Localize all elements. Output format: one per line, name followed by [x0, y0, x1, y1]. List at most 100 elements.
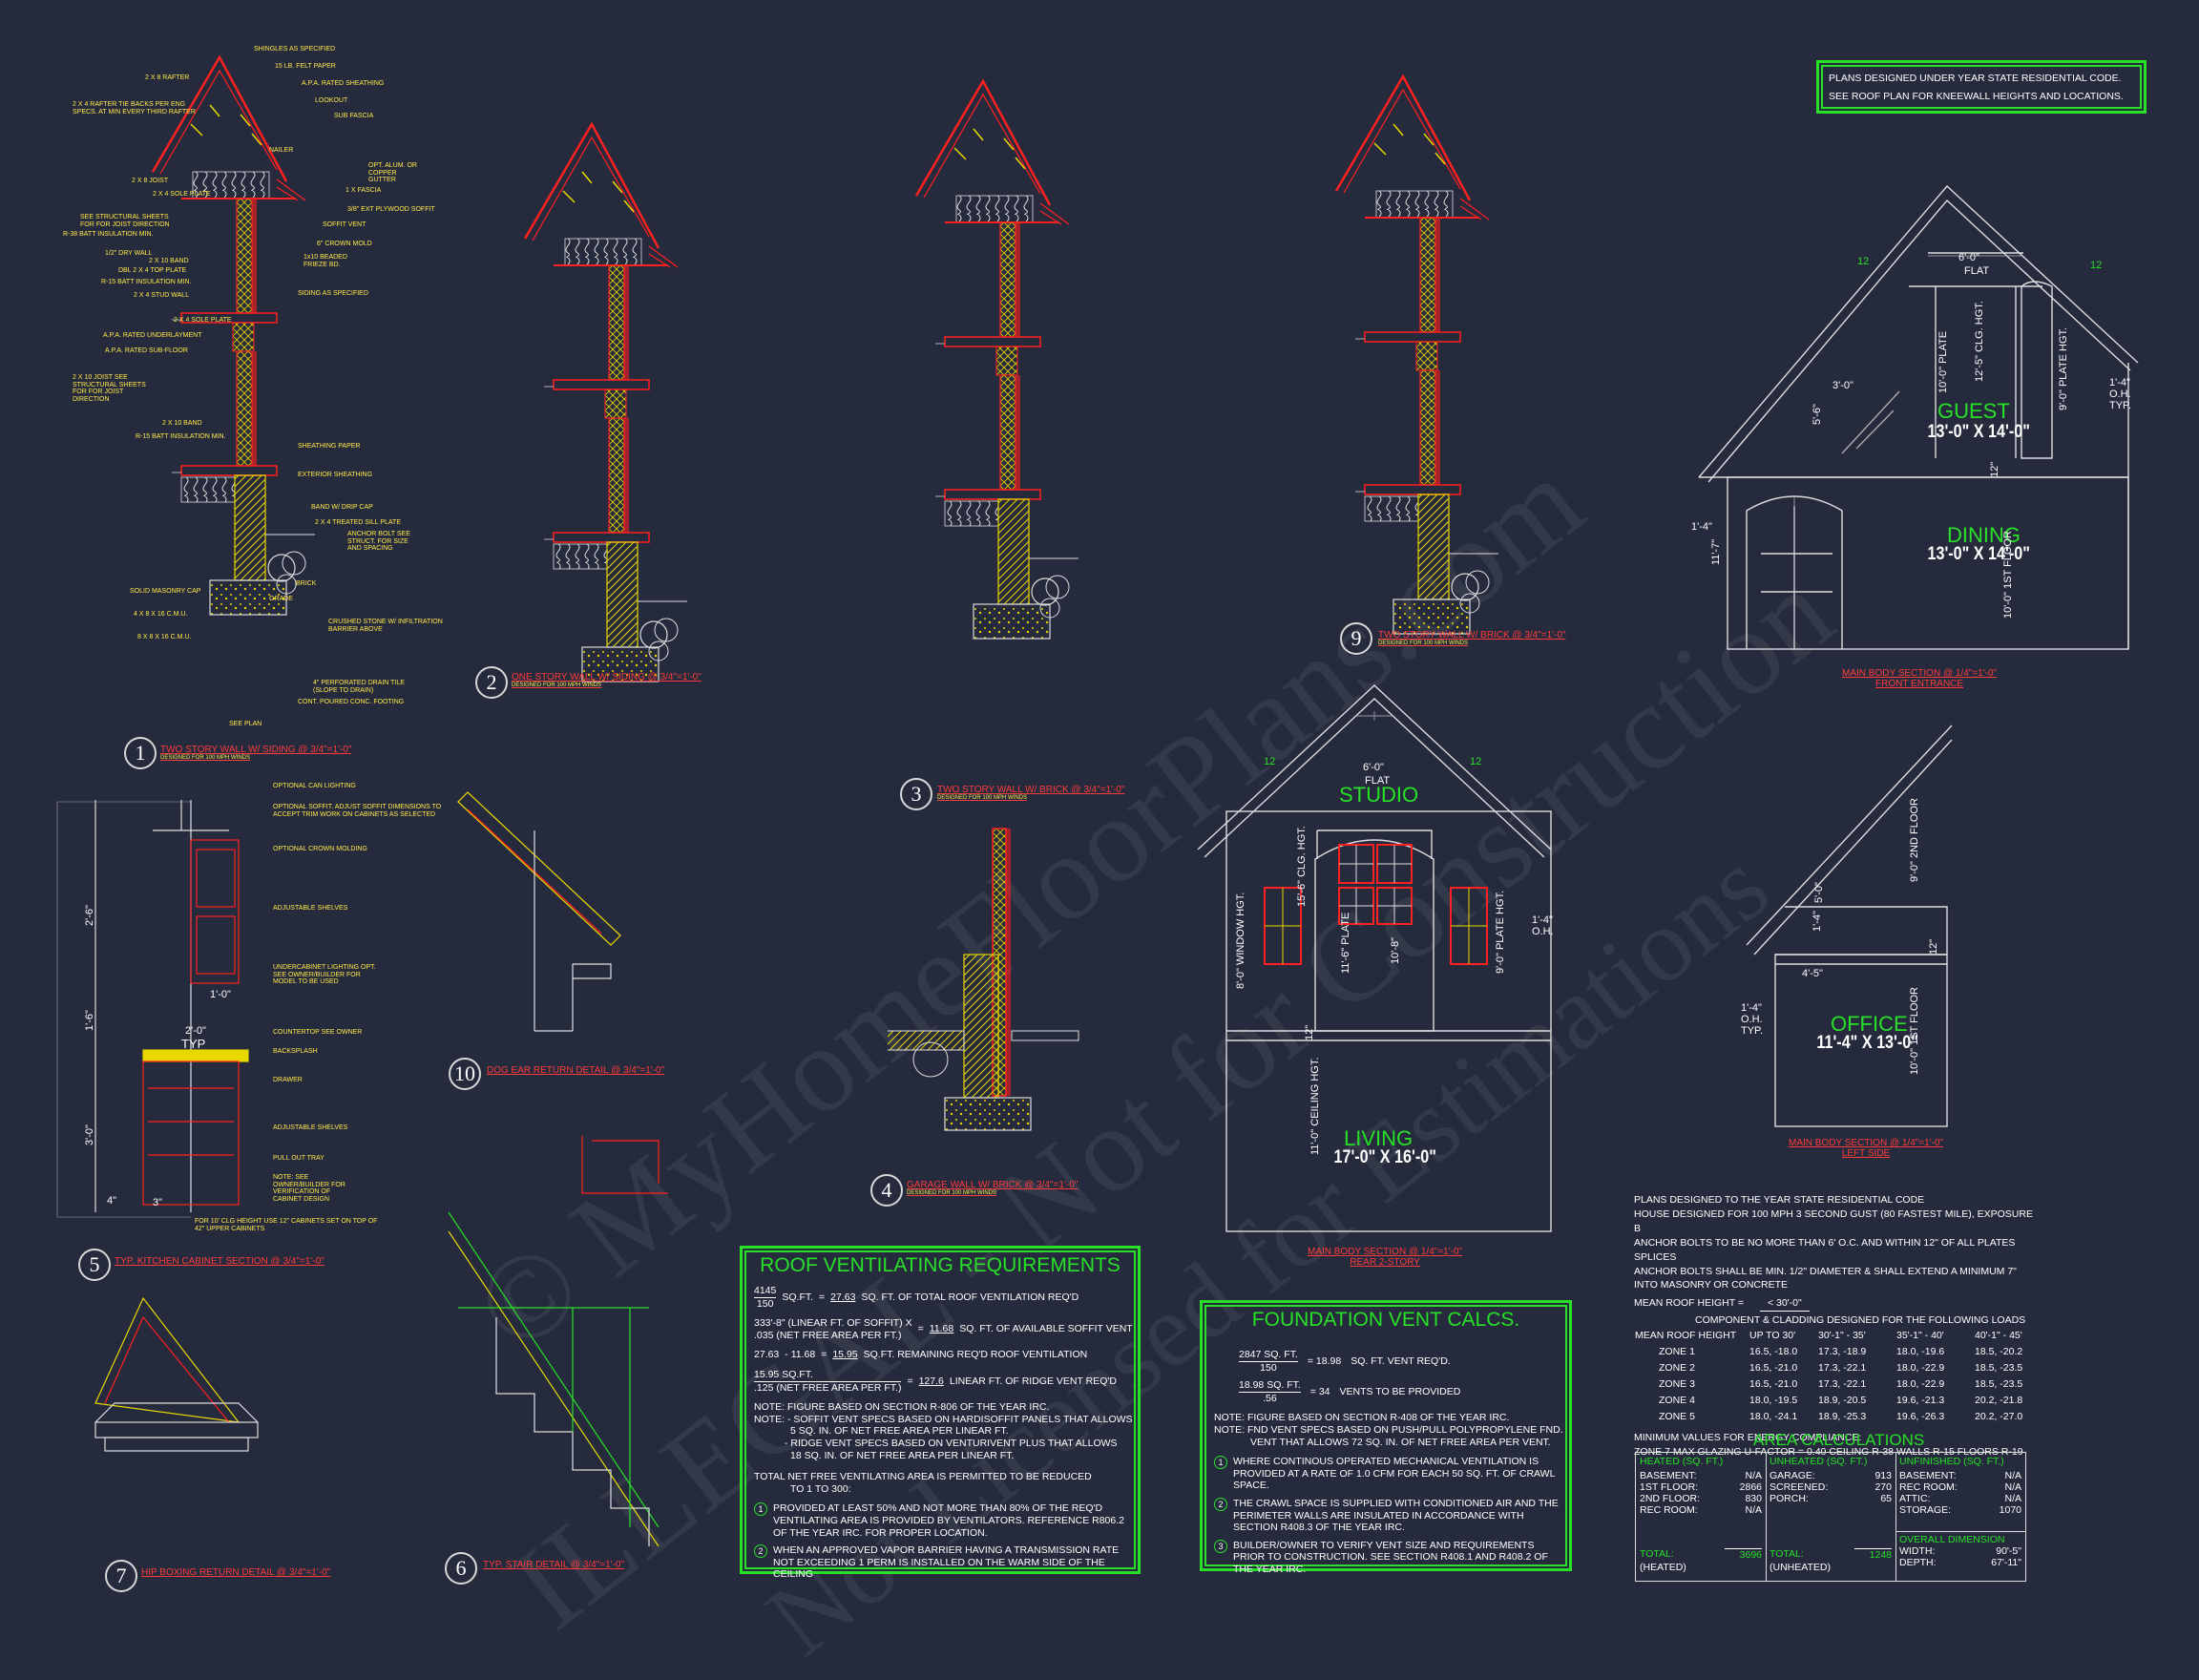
dim-label: 12" — [1928, 938, 1939, 955]
wind-cell: 18.0, -19.5 — [1749, 1394, 1798, 1406]
detail-caption-10: DOG EAR RETURN DETAIL @ 3/4"=1'-0" — [487, 1065, 664, 1076]
wind-header-cell: 40'-1" - 45' — [1975, 1330, 2022, 1342]
fnd-note: NOTE: FIGURE BASED ON SECTION R-408 OF T… — [1214, 1412, 1510, 1424]
plan-notes-box: PLANS DESIGNED UNDER YEAR STATE RESIDENT… — [1816, 60, 2147, 114]
detail-sub: DESIGNED FOR 100 MPH WINDS — [1378, 640, 1469, 646]
wind-cell: 18.5, -23.5 — [1975, 1361, 2023, 1374]
roof-vent-row-1: 4145 150 SQ.FT. = 27.63 SQ. FT. OF TOTAL… — [754, 1285, 1136, 1310]
wall-label-left: R-38 BATT INSULATION MIN. — [63, 231, 154, 238]
room-name-living: LIVING — [1344, 1126, 1414, 1150]
fnd-note: NOTE: FND VENT SPECS BASED ON PUSH/PULL … — [1214, 1423, 1563, 1436]
circle-num: 1 — [754, 1502, 767, 1517]
room-dim-living: 17'-0" X 16'-0" — [1333, 1147, 1436, 1167]
heated-row: 2ND FLOOR:830 — [1640, 1493, 1762, 1504]
area-label: STORAGE: — [1899, 1504, 1952, 1516]
section-caption-rear: MAIN BODY SECTION @ 1/4"=1'-0" REAR 2-ST… — [1308, 1247, 1462, 1268]
detail-bubble-4: 4 — [870, 1174, 903, 1207]
cabinet-dim: 3" — [153, 1197, 163, 1208]
area-label: DEPTH: — [1899, 1557, 1937, 1568]
row-text: SQ. FT. OF AVAILABLE SOFFIT VENT — [959, 1323, 1133, 1335]
detail-caption-4: GARAGE WALL W/ BRICK @ 3/4"=1'-0" DESIGN… — [907, 1180, 1078, 1196]
heated-row: REC ROOM:N/A — [1640, 1504, 1762, 1516]
dim-label: 12" — [1304, 1024, 1315, 1040]
section-title: MAIN BODY SECTION @ 1/4"=1'-0" — [1308, 1247, 1463, 1257]
area-value: 270 — [1874, 1481, 1892, 1493]
overall-row: DEPTH:67'-11" — [1899, 1557, 2021, 1568]
roof-vent-cond-1: 1 PROVIDED AT LEAST 50% AND NOT MORE THA… — [754, 1502, 1136, 1539]
plan-note-2: SEE ROOF PLAN FOR KNEEWALL HEIGHTS AND L… — [1829, 91, 2124, 102]
wall-label-left: 2 X 8 JOIST — [132, 178, 169, 184]
dim-label: 9'-0" PLATE HGT. — [2058, 326, 2069, 410]
fnd-cond-2: 2 THE CRAWL SPACE IS SUPPLIED WITH CONDI… — [1214, 1497, 1567, 1534]
detail-title: TWO STORY WALL W/ BRICK @ — [1378, 630, 1522, 640]
dim-label: 9'-0" PLATE HGT. — [1495, 890, 1506, 974]
cabinet-dim: 1'-0" — [210, 989, 231, 1000]
equals: = 18.98 — [1307, 1354, 1342, 1367]
cc-title: COMPONENT & CLADDING DESIGNED FOR THE FO… — [1695, 1314, 2026, 1327]
wind-cell: 19.6, -21.3 — [1896, 1394, 1945, 1406]
dim-label: 4'-5" — [1802, 968, 1823, 979]
numerator: 15.95 SQ.FT. — [754, 1369, 902, 1382]
wall-label-lower-right: GRADE — [269, 596, 293, 602]
fraction: 18.98 SQ. FT. .56 — [1239, 1379, 1301, 1404]
wall-label-left: 2 X 4 RAFTER TIE BACKS PER ENG SPECS. AT… — [73, 101, 196, 116]
dim-label: 1'-4" O.H. TYP. — [1741, 1002, 1764, 1037]
room-name-studio: STUDIO — [1339, 783, 1419, 807]
fnd-row-1: 2847 SQ. FT. 150 = 18.98 SQ. FT. VENT RE… — [1214, 1349, 1567, 1374]
circle-num: 2 — [1214, 1497, 1227, 1511]
area-calc-table: HEATED (SQ. FT.) BASEMENT:N/A 1ST FLOOR:… — [1635, 1452, 2026, 1582]
area-value: N/A — [1745, 1470, 1762, 1481]
wall-label-lower-left: 4 X 8 X 16 C.M.U. — [134, 611, 188, 618]
denominator: 150 — [1260, 1361, 1277, 1374]
wall-label-right: 1x10 BEADED FRIEZE BD. — [304, 254, 347, 268]
circle-num: 3 — [1214, 1539, 1227, 1553]
area-value: 90'-5" — [1996, 1545, 2021, 1557]
cabinet-label: ADJUSTABLE SHELVES — [273, 1124, 348, 1131]
detail-title: TWO STORY WALL W/ BRICK @ — [937, 785, 1081, 795]
unit: SQ.FT. — [782, 1291, 814, 1303]
area-value: 1070 — [1999, 1504, 2021, 1516]
detail-caption-9: TWO STORY WALL W/ BRICK @ 3/4"=1'-0" DES… — [1378, 630, 1566, 646]
wind-cell: 18.0, -22.9 — [1896, 1377, 1945, 1390]
dim-label: 1'-4" O.H. — [1532, 914, 1554, 937]
area-value: 913 — [1874, 1470, 1892, 1481]
roof-vent-box: ROOF VENTILATING REQUIREMENTS 4145 150 S… — [740, 1246, 1141, 1580]
heated-row: BASEMENT:N/A — [1640, 1470, 1762, 1481]
unheated-col: UNHEATED (SQ. FT.) GARAGE:913 SCREENED:2… — [1766, 1453, 1896, 1581]
area-label: REC ROOM: — [1899, 1481, 1958, 1493]
wall-label-lower-right: CONT. POURED CONC. FOOTING — [298, 699, 405, 705]
room-dim-office: 11'-4" X 13'-0" — [1816, 1033, 1918, 1053]
detail-bubble-1: 1 — [124, 737, 157, 769]
cond-text: PROVIDED AT LEAST 50% AND NOT MORE THAN … — [773, 1502, 1124, 1539]
cabinet-label: FOR 10' CLG HEIGHT USE 12" CABINETS SET … — [195, 1218, 378, 1232]
unheated-total: TOTAL: 1248 — [1770, 1548, 1892, 1561]
wind-cell: 19.6, -26.3 — [1896, 1410, 1945, 1422]
area-label: ATTIC: — [1899, 1493, 1931, 1504]
wall-label-left: 1/2" DRY WALL — [105, 250, 153, 257]
detail-caption-1: TWO STORY WALL W/ SIDING @ 3/4"=1'-0" DE… — [160, 745, 351, 761]
detail-scale: 3/4"=1'-0" — [310, 745, 352, 755]
roof-pitch: 12 — [1470, 756, 1482, 767]
unheated-row: GARAGE:913 — [1770, 1470, 1892, 1481]
dim-label: 10'-0" PLATE — [1937, 330, 1949, 393]
area-value: N/A — [2004, 1481, 2021, 1493]
cabinet-label: COUNTERTOP SEE OWNER — [273, 1029, 363, 1036]
wind-cell: 20.2, -21.8 — [1975, 1394, 2023, 1406]
plan-note-1: PLANS DESIGNED UNDER YEAR STATE RESIDENT… — [1829, 73, 2122, 84]
heated-total: TOTAL: 3696 — [1640, 1548, 1762, 1561]
cond-text: WHEN AN APPROVED VAPOR BARRIER HAVING A … — [773, 1544, 1120, 1581]
unfinished-rows: BASEMENT:N/A REC ROOM:N/A ATTIC:N/A STOR… — [1895, 1470, 2025, 1516]
row-text: SQ.FT. REMAINING REQ'D ROOF VENTILATION — [863, 1349, 1088, 1361]
fnd-row-2: 18.98 SQ. FT. .56 = 34 VENTS TO BE PROVI… — [1214, 1379, 1567, 1404]
wind-header-cell: UP TO 30' — [1749, 1330, 1796, 1342]
wall-label-lower-left: 2 X 10 BAND — [162, 420, 202, 427]
cabinet-dim: 1'-6" — [84, 1010, 95, 1031]
wall-label-right: SOFFIT VENT — [323, 221, 366, 228]
area-value: N/A — [2004, 1493, 2021, 1504]
wall-label-right: 3/8" EXT PLYWOOD SOFFIT — [347, 206, 435, 213]
denominator: .125 (NET FREE AREA PER FT.) — [754, 1381, 902, 1394]
code-line: PLANS DESIGNED TO THE YEAR STATE RESIDEN… — [1634, 1194, 1925, 1206]
cabinet-label: NOTE: SEE OWNER/BUILDER FOR VERIFICATION… — [273, 1174, 346, 1204]
total-label: TOTAL: — [1770, 1548, 1804, 1560]
